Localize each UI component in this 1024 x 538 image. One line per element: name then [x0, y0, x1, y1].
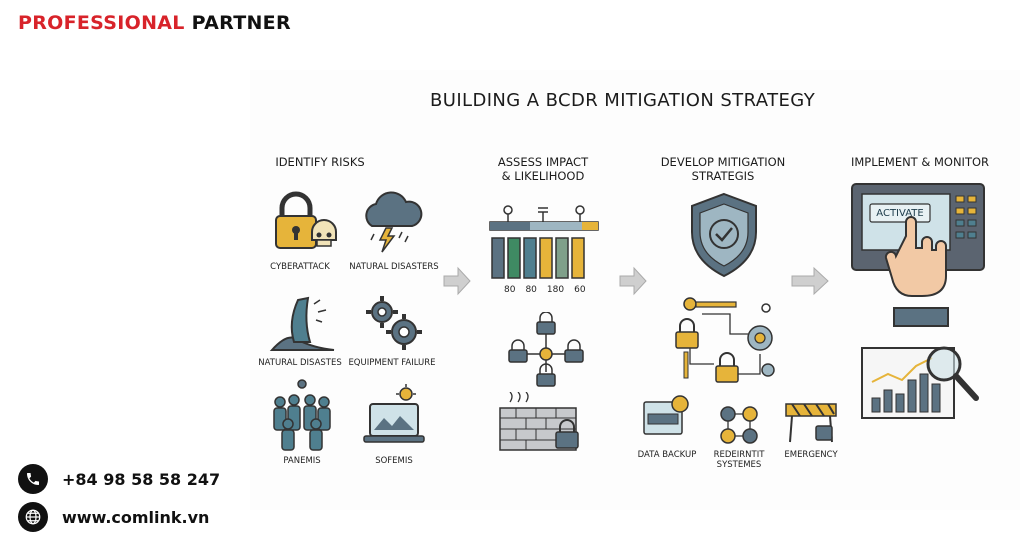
- heading-develop-line2: STRATEGIS: [691, 169, 755, 183]
- arrow-right-icon: [791, 266, 829, 296]
- strategy-redundant-systems: REDEIRNTIT SYSTEMES: [702, 450, 776, 470]
- heading-assess-impact: ASSESS IMPACT & LIKELIHOOD: [478, 155, 608, 183]
- website-url: www.comlink.vn: [62, 507, 210, 527]
- risk-cyberattack: CYBERATTACK: [270, 262, 330, 272]
- phone-number: +84 98 58 58 247: [62, 469, 221, 489]
- infographic-title: BUILDING A BCDR MITIGATION STRATEGY: [430, 90, 816, 111]
- landslide-icon: [269, 296, 335, 351]
- control-panel-hand-icon: [851, 183, 985, 327]
- activate-button: ACTIVATE: [876, 208, 924, 219]
- impact-value: 60: [574, 285, 586, 295]
- heading-assess-line1: ASSESS IMPACT: [497, 155, 589, 169]
- risk-natural-disasters: NATURAL DISASTERS: [349, 262, 439, 272]
- heading-assess-line2: & LIKELIHOOD: [501, 169, 585, 183]
- bcdr-infographic: BUILDING A BCDR MITIGATION STRATEGY IDEN…: [250, 70, 1020, 510]
- gears-icon: [366, 296, 422, 350]
- impact-value: 80: [525, 285, 537, 295]
- impact-likelihood-scale: [489, 205, 599, 279]
- firewall-lock-icon: [499, 392, 579, 451]
- impact-values: 80 80 180 60: [504, 285, 586, 295]
- heading-develop-line1: DEVELOP MITIGATION: [660, 155, 786, 169]
- risk-natural-disastes: NATURAL DISASTES: [258, 358, 342, 368]
- storm-cloud-icon: [365, 191, 423, 253]
- contact-phone[interactable]: +84 98 58 58 247: [18, 464, 220, 494]
- arrow-right-icon: [443, 266, 471, 296]
- lock-network-icon: [508, 312, 584, 387]
- arrow-right-icon: [619, 266, 647, 296]
- data-backup-icon: [643, 395, 689, 435]
- risk-sofemis: SOFEMIS: [375, 456, 413, 466]
- strategy-redundant-line1: REDEIRNTIT: [713, 450, 765, 460]
- shield-check-icon: [691, 192, 757, 278]
- padlock-skull-icon: [275, 191, 337, 249]
- strategy-redundant-line2: SYSTEMES: [716, 460, 762, 470]
- brand-logo: PROFESSIONAL PARTNER: [18, 12, 291, 34]
- heading-implement-monitor: IMPLEMENT & MONITOR: [850, 155, 990, 169]
- people-group-icon: [273, 379, 331, 451]
- monitoring-chart-icon: [861, 346, 979, 419]
- heading-identify-risks: IDENTIFY RISKS: [275, 155, 365, 169]
- keys-locks-network-icon: [675, 297, 775, 383]
- impact-value: 80: [504, 285, 516, 295]
- risk-equipment-failure: EQUIPMENT FAILURE: [348, 358, 436, 368]
- strategy-data-backup: DATA BACKUP: [637, 450, 697, 460]
- contact-website[interactable]: www.comlink.vn: [18, 502, 209, 532]
- brand-part2: PARTNER: [191, 12, 291, 34]
- globe-icon: [18, 502, 48, 532]
- redundant-systems-icon: [720, 406, 758, 444]
- risk-panemis: PANEMIS: [283, 456, 321, 466]
- infected-laptop-icon: [363, 384, 425, 443]
- emergency-barrier-icon: [785, 403, 837, 443]
- phone-icon: [18, 464, 48, 494]
- heading-develop-mitigation: DEVELOP MITIGATION STRATEGIS: [648, 155, 798, 183]
- strategy-emergency: EMERGENCY: [784, 450, 838, 460]
- brand-part1: PROFESSIONAL: [18, 12, 185, 34]
- impact-value: 180: [546, 285, 565, 295]
